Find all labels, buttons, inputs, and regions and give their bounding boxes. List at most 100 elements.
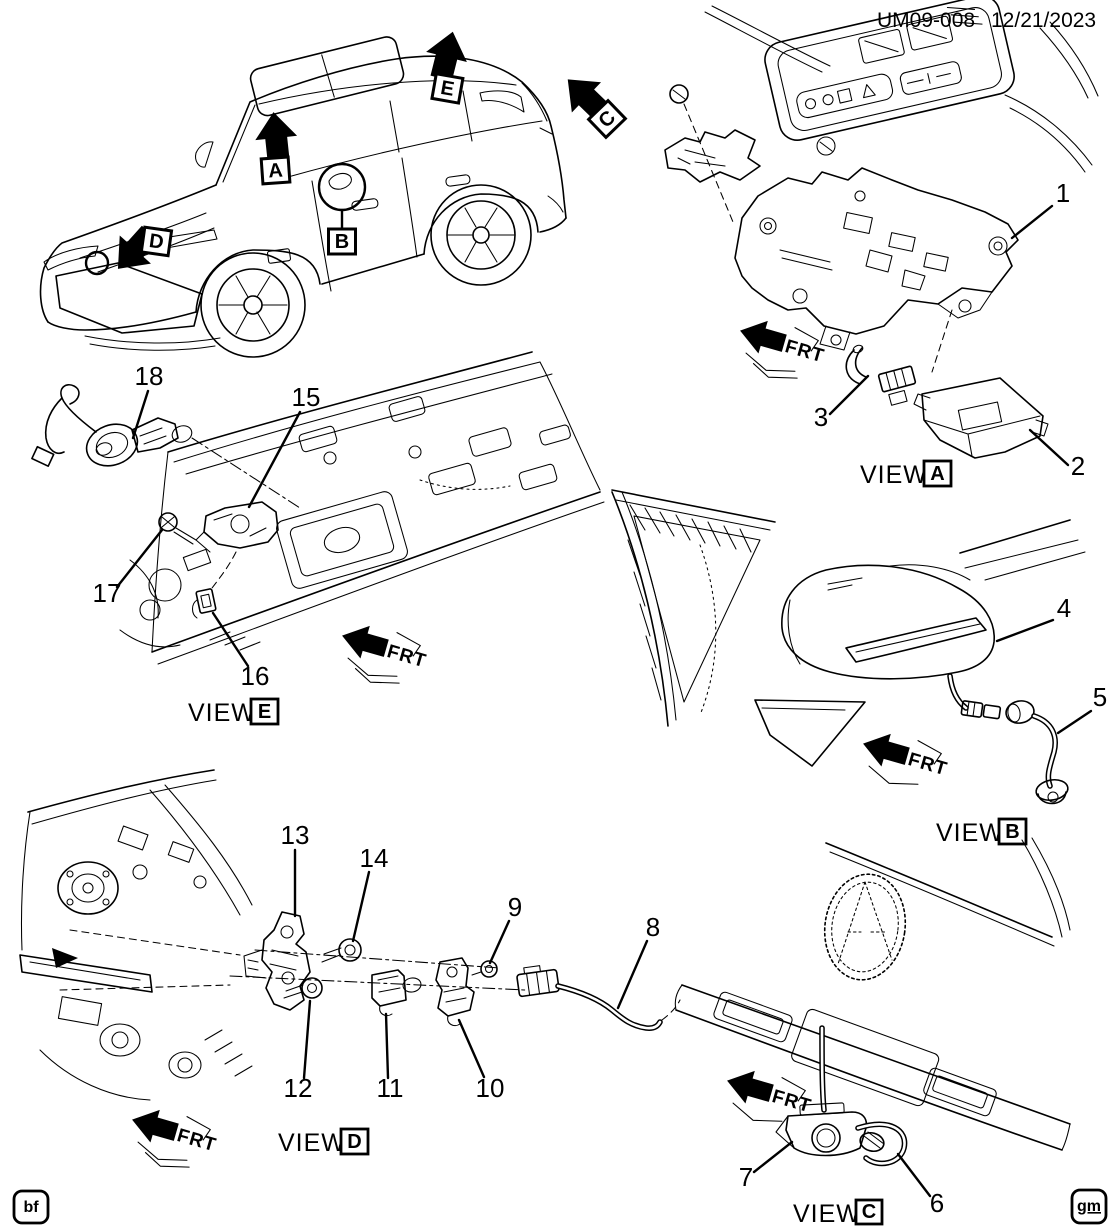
frt-label: FRT bbox=[175, 1125, 219, 1156]
mirror-part4 bbox=[754, 564, 995, 767]
headliner-panel bbox=[119, 351, 605, 665]
view-a-diagram: FRT 1 2 3 VIEW A bbox=[664, 0, 1099, 489]
location-letter-e: E bbox=[439, 77, 456, 101]
location-letter-a: A bbox=[268, 159, 284, 182]
camera-module-part2 bbox=[913, 377, 1049, 459]
frt-arrow-icon bbox=[132, 1109, 179, 1143]
view-d-caption: VIEW D bbox=[278, 1127, 370, 1157]
callout-13: 13 bbox=[281, 820, 310, 918]
view-d-diagram: FRT 8 9 10 11 12 13 bbox=[19, 769, 681, 1168]
caption-letter: E bbox=[258, 701, 271, 723]
callout-14: 14 bbox=[351, 843, 389, 943]
view-c-caption: VIEW C bbox=[793, 1198, 884, 1226]
callout-number: 8 bbox=[646, 912, 660, 942]
callout-number: 12 bbox=[284, 1073, 313, 1103]
callout-9: 9 bbox=[488, 892, 522, 965]
caption-word: VIEW bbox=[860, 461, 928, 489]
acura-emblem bbox=[823, 873, 907, 981]
camera-bracket-part1 bbox=[734, 167, 1019, 373]
roof-sensor-part18 bbox=[31, 383, 301, 509]
headliner-clip bbox=[664, 129, 836, 183]
caption-letter: B bbox=[1005, 821, 1019, 843]
callout-number: 10 bbox=[476, 1073, 505, 1103]
callout-number: 5 bbox=[1093, 682, 1107, 712]
location-marker-b: B bbox=[317, 162, 367, 256]
frt-arrow-icon bbox=[342, 625, 389, 659]
frt-label: FRT bbox=[385, 641, 429, 672]
caption-word: VIEW bbox=[188, 699, 256, 727]
callout-3: 3 bbox=[814, 374, 870, 432]
callout-number: 17 bbox=[93, 578, 122, 608]
belt-line bbox=[959, 519, 1086, 581]
callout-17: 17 bbox=[93, 528, 164, 608]
callout-number: 11 bbox=[377, 1073, 404, 1103]
sensor-harness-part8 bbox=[516, 965, 681, 1031]
frt-arrow-e: FRT bbox=[342, 625, 429, 684]
vehicle-wheels bbox=[200, 184, 532, 358]
rear-camera-part7 bbox=[775, 1025, 868, 1157]
vehicle-body-outline bbox=[39, 55, 567, 331]
callout-number: 14 bbox=[360, 843, 389, 873]
callout-number: 15 bbox=[292, 382, 321, 412]
retainer-part11 bbox=[371, 969, 422, 1017]
front-body-structure bbox=[19, 769, 253, 1101]
caption-letter: A bbox=[930, 463, 944, 485]
retainer-screw-part9 bbox=[471, 960, 498, 978]
camera-harness-part6 bbox=[855, 1121, 908, 1167]
circle-callout bbox=[317, 162, 367, 212]
callout-number: 2 bbox=[1071, 451, 1085, 481]
retainer-part10 bbox=[435, 957, 475, 1027]
headlight-left bbox=[43, 245, 99, 271]
mirror-camera-part5 bbox=[947, 673, 1069, 805]
headliner-screw bbox=[669, 84, 734, 223]
caption-letter: D bbox=[347, 1131, 361, 1153]
vehicle-overview: A B C D E bbox=[39, 31, 628, 358]
caption-word: VIEW bbox=[936, 819, 1004, 847]
view-a-caption: VIEW A bbox=[860, 459, 953, 489]
frt-label: FRT bbox=[783, 336, 827, 367]
bracket-screw-part17 bbox=[158, 512, 197, 545]
callout-number: 16 bbox=[241, 661, 270, 691]
callout-number: 6 bbox=[930, 1188, 944, 1218]
frt-arrow-c: FRT bbox=[727, 1070, 814, 1122]
callout-1: 1 bbox=[1010, 178, 1070, 240]
caption-letter: C bbox=[862, 1201, 876, 1223]
callout-2: 2 bbox=[1028, 428, 1085, 481]
callout-number: 9 bbox=[508, 892, 522, 922]
view-c-diagram: FRT 6 7 VIEW C bbox=[674, 837, 1071, 1226]
grille bbox=[55, 262, 203, 334]
location-letter-b: B bbox=[335, 231, 349, 253]
license-applique bbox=[674, 984, 1071, 1151]
location-marker-e: E bbox=[426, 31, 467, 105]
footer-right-mark: gm bbox=[1070, 1188, 1108, 1225]
callout-4: 4 bbox=[995, 593, 1071, 643]
footer-left-mark: bf bbox=[12, 1189, 50, 1225]
frt-arrow-icon bbox=[740, 320, 787, 354]
location-marker-c: C bbox=[567, 79, 628, 140]
frt-arrow-a: FRT bbox=[740, 320, 827, 379]
frt-arrow-icon bbox=[863, 733, 910, 767]
antenna-fin bbox=[195, 141, 214, 168]
up-arrow-icon bbox=[255, 112, 298, 162]
view-b-diagram: FRT 4 5 VIEW B bbox=[611, 489, 1107, 847]
callout-5: 5 bbox=[1056, 682, 1107, 735]
bracket-bolt-part12 bbox=[283, 977, 323, 999]
sensor-bracket-part13 bbox=[243, 911, 311, 1011]
vehicle-front-fascia bbox=[43, 229, 221, 351]
callout-number: 18 bbox=[135, 361, 164, 391]
front-camera-location bbox=[84, 250, 110, 276]
callout-10: 10 bbox=[457, 1018, 505, 1103]
callout-12: 12 bbox=[284, 999, 313, 1103]
frt-arrow-icon bbox=[727, 1070, 774, 1104]
frt-label: FRT bbox=[906, 749, 950, 780]
overhead-console bbox=[704, 0, 1099, 173]
location-marker-a: A bbox=[255, 112, 298, 186]
a-pillar-glass bbox=[611, 489, 776, 727]
bracket-bolt-part14 bbox=[321, 938, 362, 963]
sensor-bracket-part15 bbox=[195, 501, 279, 589]
vehicle-sunroof bbox=[249, 36, 405, 117]
callout-number: 13 bbox=[281, 820, 310, 850]
bf-mark: bf bbox=[23, 1199, 39, 1216]
frt-arrow-b: FRT bbox=[863, 733, 950, 785]
